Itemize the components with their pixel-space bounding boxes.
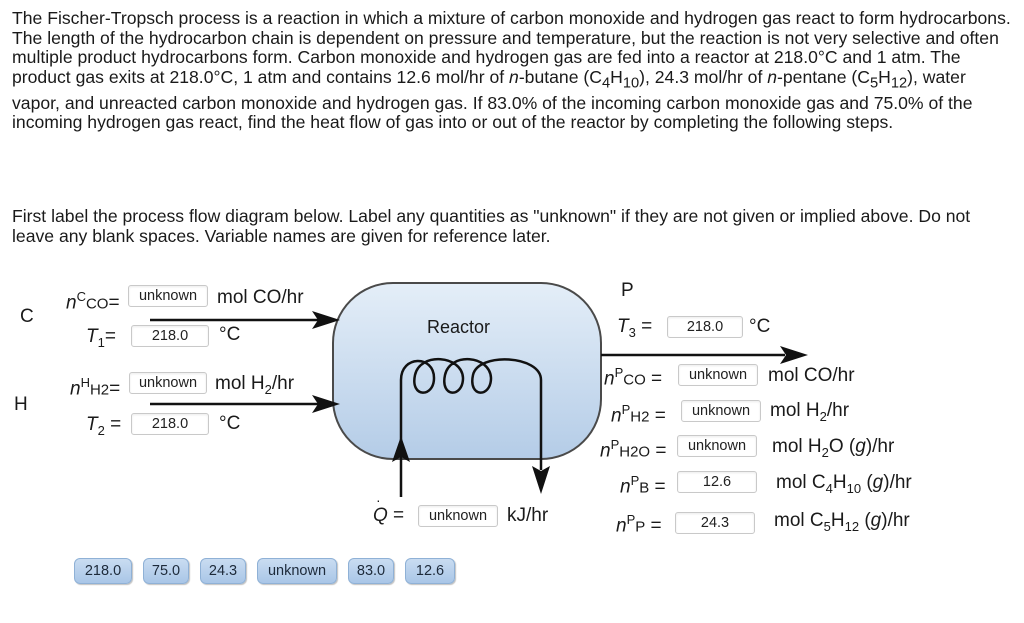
np-p-symbol: nPP = — [616, 512, 662, 537]
t3-input[interactable]: 218.0 — [667, 316, 743, 338]
t3-unit: °C — [749, 316, 771, 337]
t1-unit: °C — [219, 324, 241, 345]
np-h2o-unit: mol H2O (g)/hr — [772, 436, 895, 460]
t2-symbol: T2 = — [86, 414, 122, 438]
np-h2o-symbol: nPH2O = — [600, 437, 667, 462]
np-b-unit: mol C4H10 (g)/hr — [776, 472, 912, 496]
n-c-co-unit: mol CO/hr — [217, 287, 304, 308]
heating-coil — [399, 358, 543, 497]
reactor-vessel — [332, 282, 602, 460]
n-h-h2-input[interactable]: unknown — [129, 372, 207, 394]
n-h-h2-unit: mol H2/hr — [215, 373, 295, 397]
np-co-input[interactable]: unknown — [678, 364, 758, 386]
n-h-h2-symbol: nHH2= — [70, 375, 121, 400]
t3-symbol: T3 = — [617, 316, 653, 340]
np-h2-symbol: nPH2 = — [611, 402, 666, 427]
stream-p-label: P — [621, 280, 634, 301]
coil-in-arrowhead — [392, 436, 410, 462]
q-symbol: ·Q = — [373, 492, 405, 526]
np-co-unit: mol CO/hr — [768, 365, 855, 386]
np-p-input[interactable]: 24.3 — [675, 512, 755, 534]
answer-chip[interactable]: 83.0 — [348, 558, 394, 584]
t2-input[interactable]: 218.0 — [131, 413, 209, 435]
np-h2o-input[interactable]: unknown — [677, 435, 757, 457]
np-p-unit: mol C5H12 (g)/hr — [774, 510, 910, 534]
reactor-label: Reactor — [427, 317, 491, 337]
answer-chip[interactable]: 24.3 — [200, 558, 246, 584]
t2-unit: °C — [219, 413, 241, 434]
np-h2-input[interactable]: unknown — [681, 400, 761, 422]
np-h2-unit: mol H2/hr — [770, 400, 850, 424]
answer-chip[interactable]: unknown — [257, 558, 337, 584]
t1-input[interactable]: 218.0 — [131, 325, 209, 347]
n-c-co-symbol: nCCO= — [66, 289, 120, 314]
np-b-input[interactable]: 12.6 — [677, 471, 757, 493]
answer-chip[interactable]: 218.0 — [74, 558, 132, 584]
q-unit: kJ/hr — [507, 505, 549, 526]
t1-symbol: T1= — [86, 326, 116, 350]
stream-c-label: C — [20, 306, 34, 327]
answer-chip[interactable]: 12.6 — [405, 558, 455, 584]
instructions-paragraph: First label the process flow diagram bel… — [12, 206, 971, 246]
coil-out-arrowhead — [532, 466, 550, 494]
n-c-co-input[interactable]: unknown — [128, 285, 208, 307]
stream-h-label: H — [14, 394, 28, 415]
np-b-symbol: nPB = — [620, 473, 666, 498]
np-co-symbol: nPCO = — [604, 365, 663, 390]
q-input[interactable]: unknown — [418, 505, 498, 527]
problem-paragraph: The Fischer-Tropsch process is a reactio… — [12, 8, 1011, 133]
answer-chip[interactable]: 75.0 — [143, 558, 189, 584]
